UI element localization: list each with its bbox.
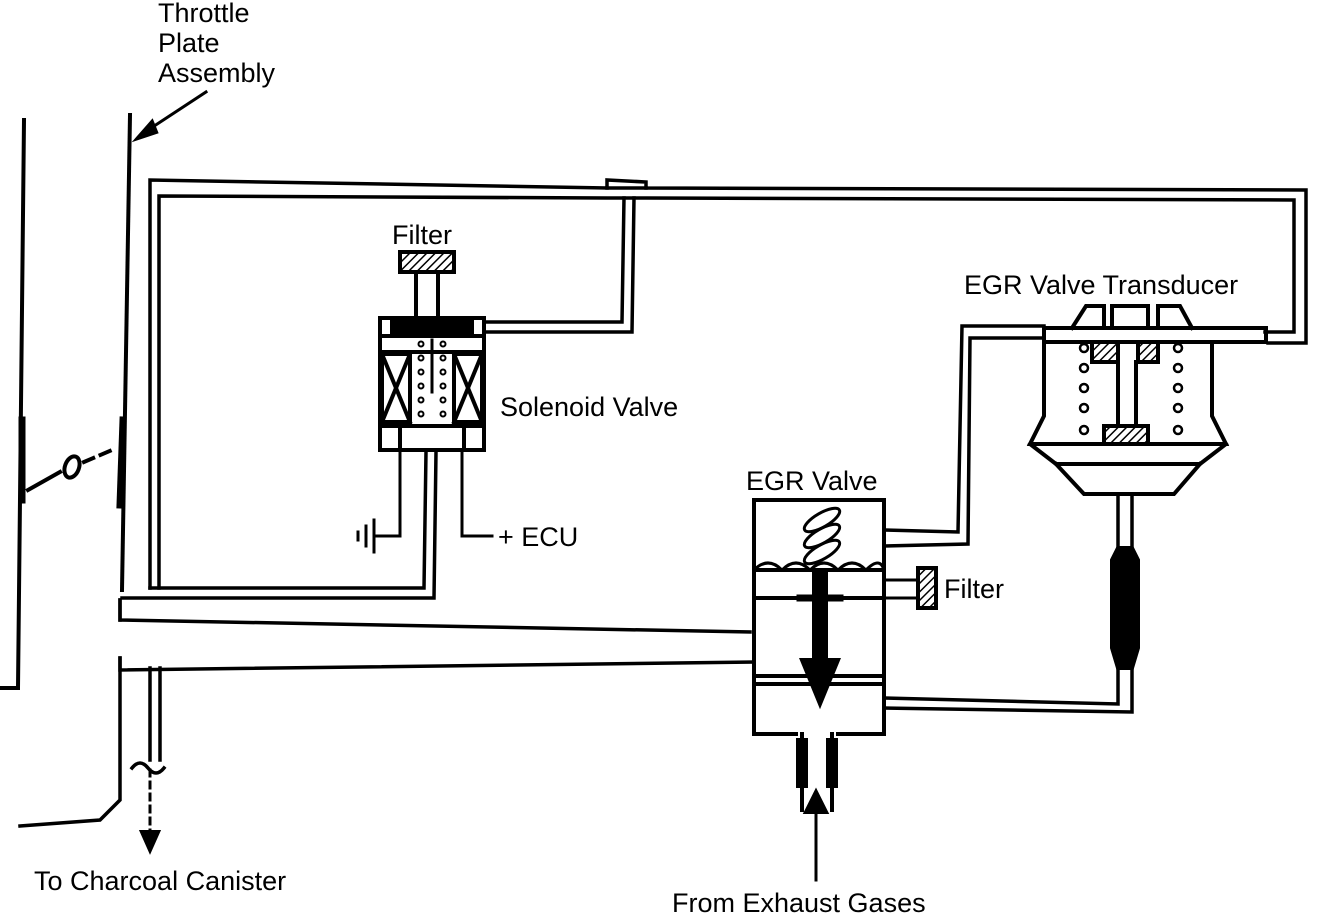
solenoid-return-hose (120, 450, 438, 600)
label-ecu: + ECU (498, 522, 578, 552)
filter-top-icon (398, 250, 456, 274)
label-exhaust: From Exhaust Gases (672, 888, 926, 916)
label-throttle-2: Plate (158, 28, 220, 58)
exhaust-arrowhead (802, 787, 830, 814)
label-filter-right: Filter (944, 574, 1004, 604)
label-throttle-1: Throttle (158, 0, 250, 28)
egr-passage (18, 656, 756, 828)
label-solenoid-valve: Solenoid Valve (500, 392, 678, 422)
throttle-leader-arrowhead (131, 118, 159, 143)
throttle-plate (25, 447, 115, 493)
backpressure-hose (882, 492, 1134, 714)
solenoid-valve (378, 316, 486, 452)
label-filter-top: Filter (392, 220, 452, 250)
vacuum-hose-solenoid-branch (483, 196, 636, 334)
egr-valve (751, 498, 886, 812)
label-egr-transducer: EGR Valve Transducer (964, 270, 1238, 300)
egr-transducer (1026, 304, 1268, 496)
label-throttle-3: Assembly (158, 58, 276, 88)
vacuum-hose-top (148, 178, 1308, 590)
port-vacuum-line (118, 598, 752, 634)
ecu-wire (460, 448, 494, 538)
label-egr-valve: EGR Valve (746, 466, 878, 496)
ground-wire (356, 448, 402, 554)
throttle-body (0, 112, 133, 691)
label-charcoal: To Charcoal Canister (34, 866, 286, 896)
egr-to-transducer-hose (882, 324, 1046, 548)
charcoal-arrowhead (138, 830, 162, 855)
restrictor-fitting (1110, 546, 1140, 670)
filter-right-icon (916, 566, 938, 610)
